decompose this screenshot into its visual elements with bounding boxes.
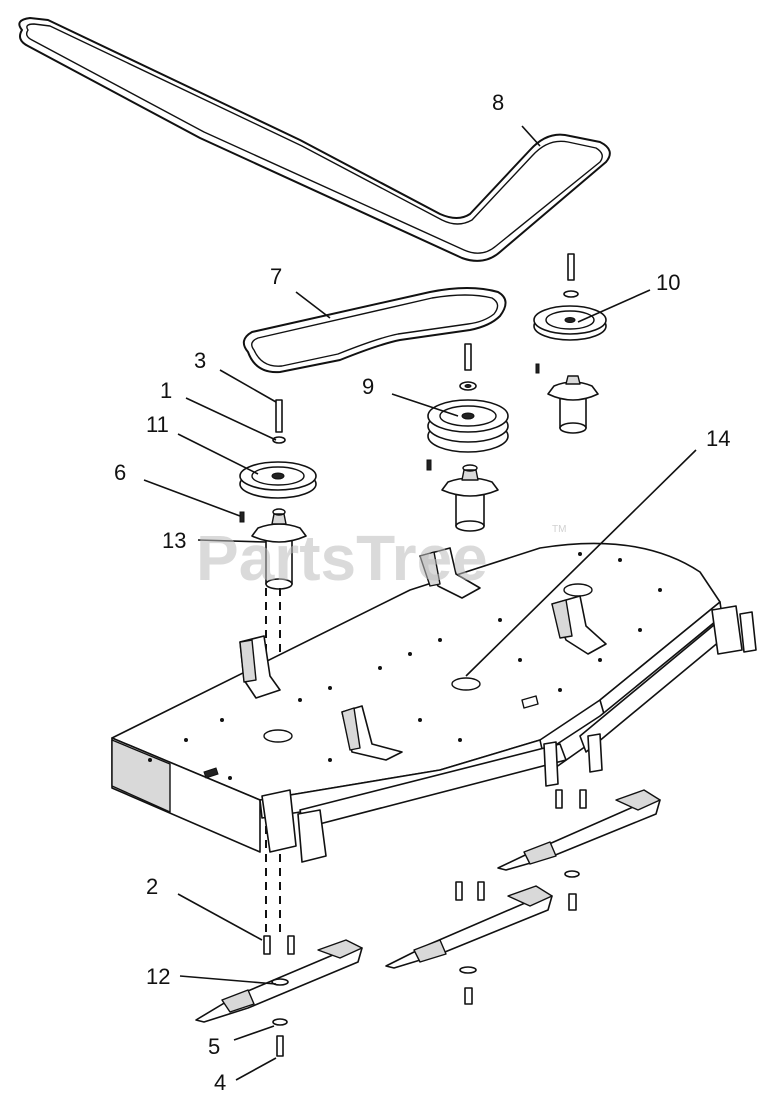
left-blade-part-12[interactable] [195,939,363,1023]
right-bolt[interactable] [563,253,579,298]
leader-lines [143,125,697,1081]
left-pulley-part-11[interactable] [239,461,317,499]
watermark-text: PartsTree [196,522,488,594]
center-blade[interactable] [385,885,553,969]
center-bolt[interactable] [459,343,477,391]
callout-3[interactable]: 3 [194,348,206,373]
deck-holes [148,552,662,780]
center-spindle[interactable] [441,464,499,532]
washer-part-1[interactable] [272,436,286,444]
bolt-part-3[interactable] [275,399,283,433]
blade-bolts-part-2[interactable] [263,789,587,955]
right-blade[interactable] [497,789,661,871]
callout-2[interactable]: 2 [146,874,158,899]
right-pulley-part-10[interactable] [533,305,607,341]
spindle-belt-part-7[interactable] [242,287,507,374]
watermark-trademark: TM [552,524,566,535]
callout-4[interactable]: 4 [214,1070,226,1095]
center-pulley-part-9[interactable] [427,399,509,453]
callouts: 8 7 3 1 11 6 13 9 10 14 2 12 5 4 [114,90,730,1095]
callout-14[interactable]: 14 [706,426,730,451]
center-key[interactable] [426,459,432,471]
callout-5[interactable]: 5 [208,1034,220,1059]
callout-10[interactable]: 10 [656,270,680,295]
left-spindle-part-13[interactable] [251,508,307,590]
callout-13[interactable]: 13 [162,528,186,553]
callout-12[interactable]: 12 [146,964,170,989]
right-key[interactable] [535,363,540,374]
blade-bolt-part-4[interactable] [276,893,577,1057]
callout-6[interactable]: 6 [114,460,126,485]
callout-7[interactable]: 7 [270,264,282,289]
callout-9[interactable]: 9 [362,374,374,399]
deck-belt-part-8[interactable] [18,17,611,262]
blade-washer-part-5[interactable] [272,870,580,1026]
callout-8[interactable]: 8 [492,90,504,115]
callout-11[interactable]: 11 [146,412,169,437]
right-spindle[interactable] [547,375,599,434]
key-part-6[interactable] [239,511,245,523]
mower-deck [111,542,757,863]
watermark: PartsTree TM [196,522,566,594]
callout-1[interactable]: 1 [160,378,172,403]
